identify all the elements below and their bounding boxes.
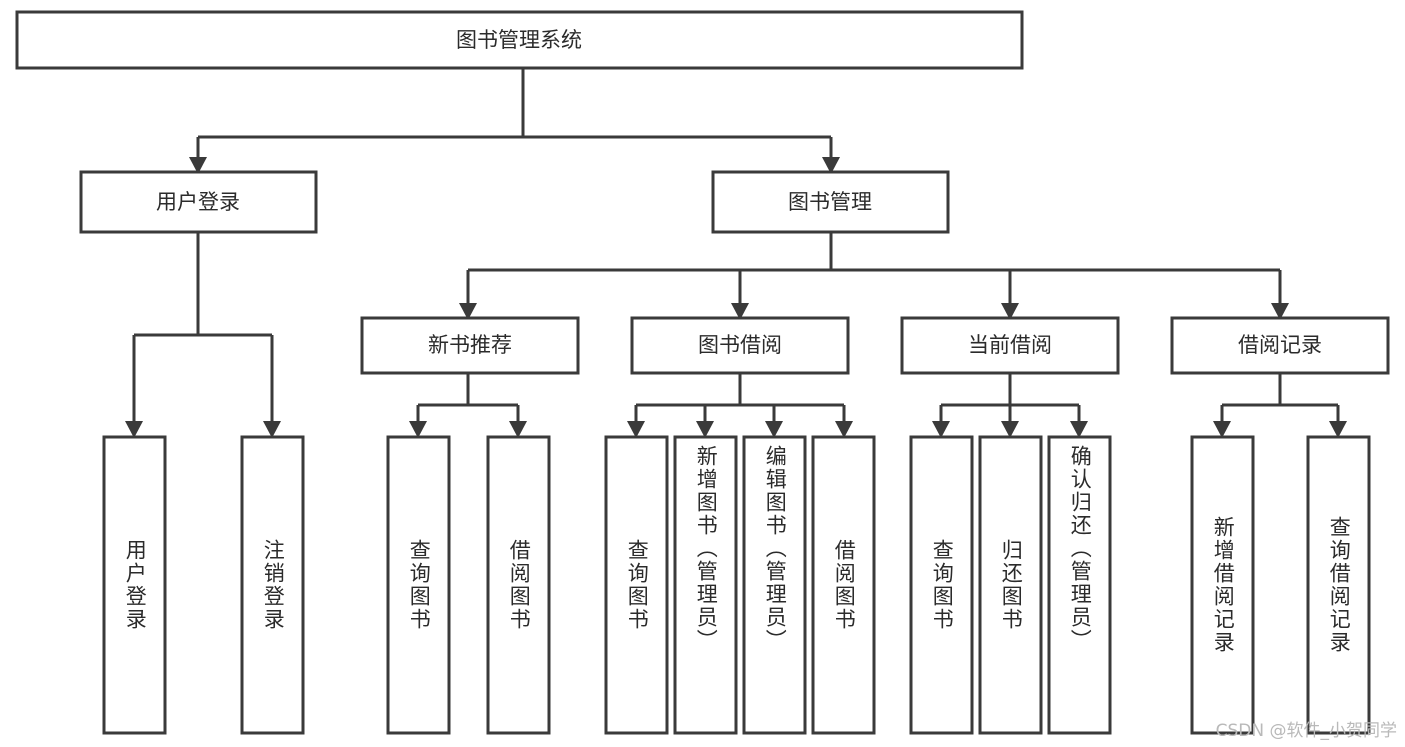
connector-bookmgmt-to-level3 — [459, 232, 1289, 320]
leaf-query-book-borrow[interactable] — [604, 435, 669, 735]
node-new-book-recommend[interactable] — [360, 316, 580, 375]
connector-bookborrow-to-leaves — [627, 373, 853, 438]
node-new-book-recommend-label: 新书推荐 — [428, 333, 512, 357]
connector-borrowrecords-to-leaves — [1213, 373, 1347, 438]
node-current-borrow-label: 当前借阅 — [968, 333, 1052, 357]
node-user-login[interactable] — [79, 170, 318, 234]
node-borrow-records[interactable] — [1170, 316, 1390, 375]
connector-newbook-to-leaves — [409, 373, 527, 438]
leaf-query-book-current[interactable] — [909, 435, 974, 735]
leaf-user-login[interactable] — [102, 435, 167, 735]
connector-root-to-level2 — [189, 68, 840, 174]
leaf-borrow-book[interactable] — [811, 435, 876, 735]
leaf-edit-book-admin[interactable] — [742, 435, 807, 735]
connector-currentborrow-to-leaves — [932, 373, 1088, 438]
leaf-add-book-admin[interactable] — [673, 435, 738, 735]
node-current-borrow[interactable] — [900, 316, 1120, 375]
leaf-query-borrow-record[interactable] — [1306, 435, 1371, 735]
leaf-borrow-book-recommend[interactable] — [486, 435, 551, 735]
leaf-query-book-recommend[interactable] — [386, 435, 451, 735]
node-borrow-records-label: 借阅记录 — [1238, 333, 1322, 357]
leaf-logout-login[interactable] — [240, 435, 305, 735]
connector-userlogin-to-leaves — [125, 232, 281, 438]
node-root-book-management-system[interactable] — [15, 10, 1024, 70]
node-book-borrow[interactable] — [630, 316, 850, 375]
node-book-borrow-label: 图书借阅 — [698, 333, 782, 357]
node-book-management[interactable] — [711, 170, 950, 234]
leaf-return-book[interactable] — [978, 435, 1043, 735]
node-root-label: 图书管理系统 — [456, 28, 582, 52]
node-book-management-label: 图书管理 — [788, 190, 872, 214]
leaf-confirm-return-admin[interactable] — [1047, 435, 1112, 735]
node-user-login-label: 用户登录 — [156, 190, 240, 214]
leaf-add-borrow-record[interactable] — [1190, 435, 1255, 735]
